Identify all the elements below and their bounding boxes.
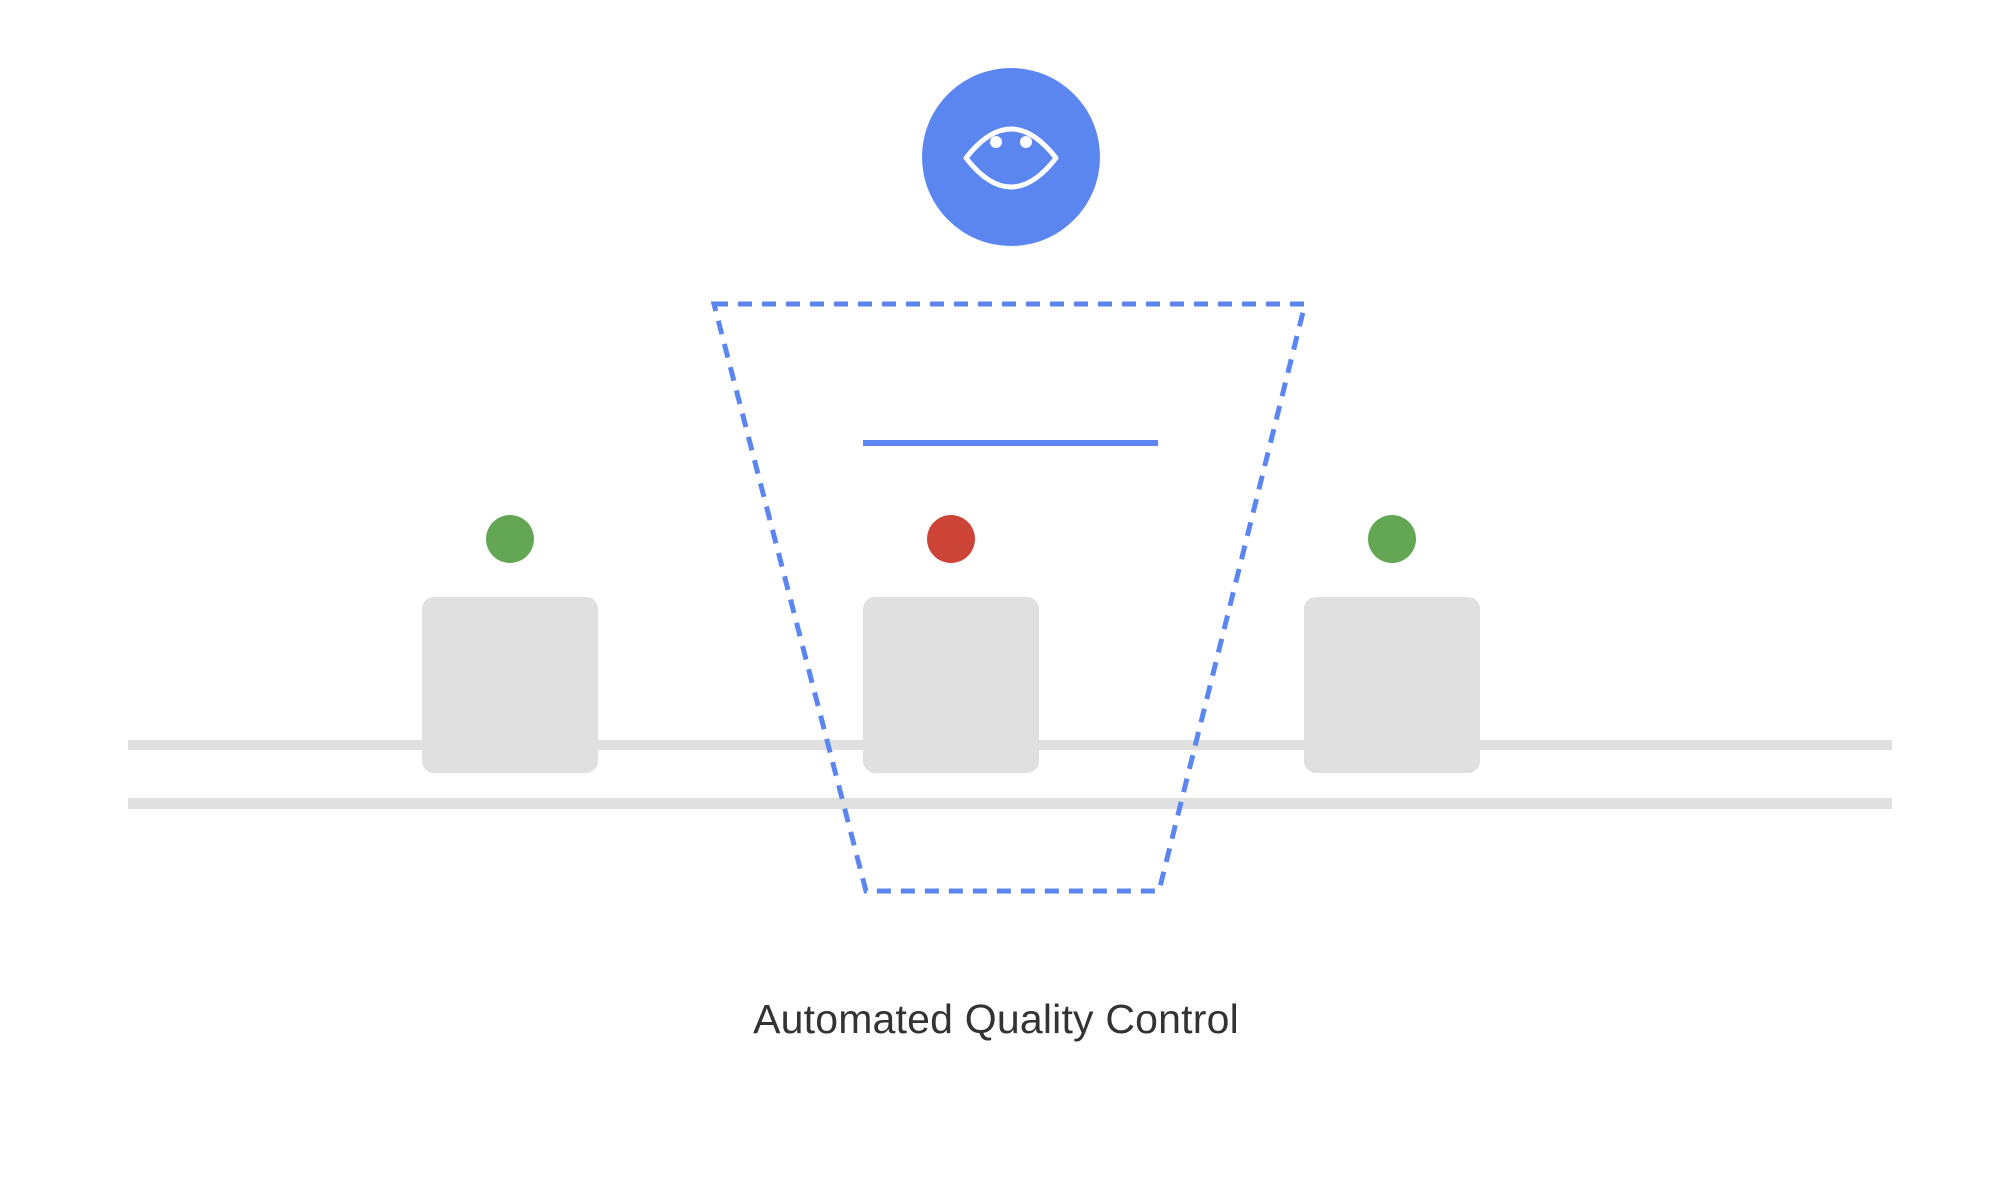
conveyor-item-1 <box>422 597 598 773</box>
conveyor-rail-bottom <box>128 798 1892 809</box>
status-indicator-pass <box>486 515 534 563</box>
status-indicator-pass <box>1368 515 1416 563</box>
diagram-caption: Automated Quality Control <box>753 996 1239 1042</box>
inspection-field <box>710 301 1309 894</box>
eye-icon <box>922 68 1100 246</box>
conveyor-item-3 <box>1304 597 1480 773</box>
status-indicator-fail <box>927 515 975 563</box>
conveyor-item-2 <box>863 597 1039 773</box>
